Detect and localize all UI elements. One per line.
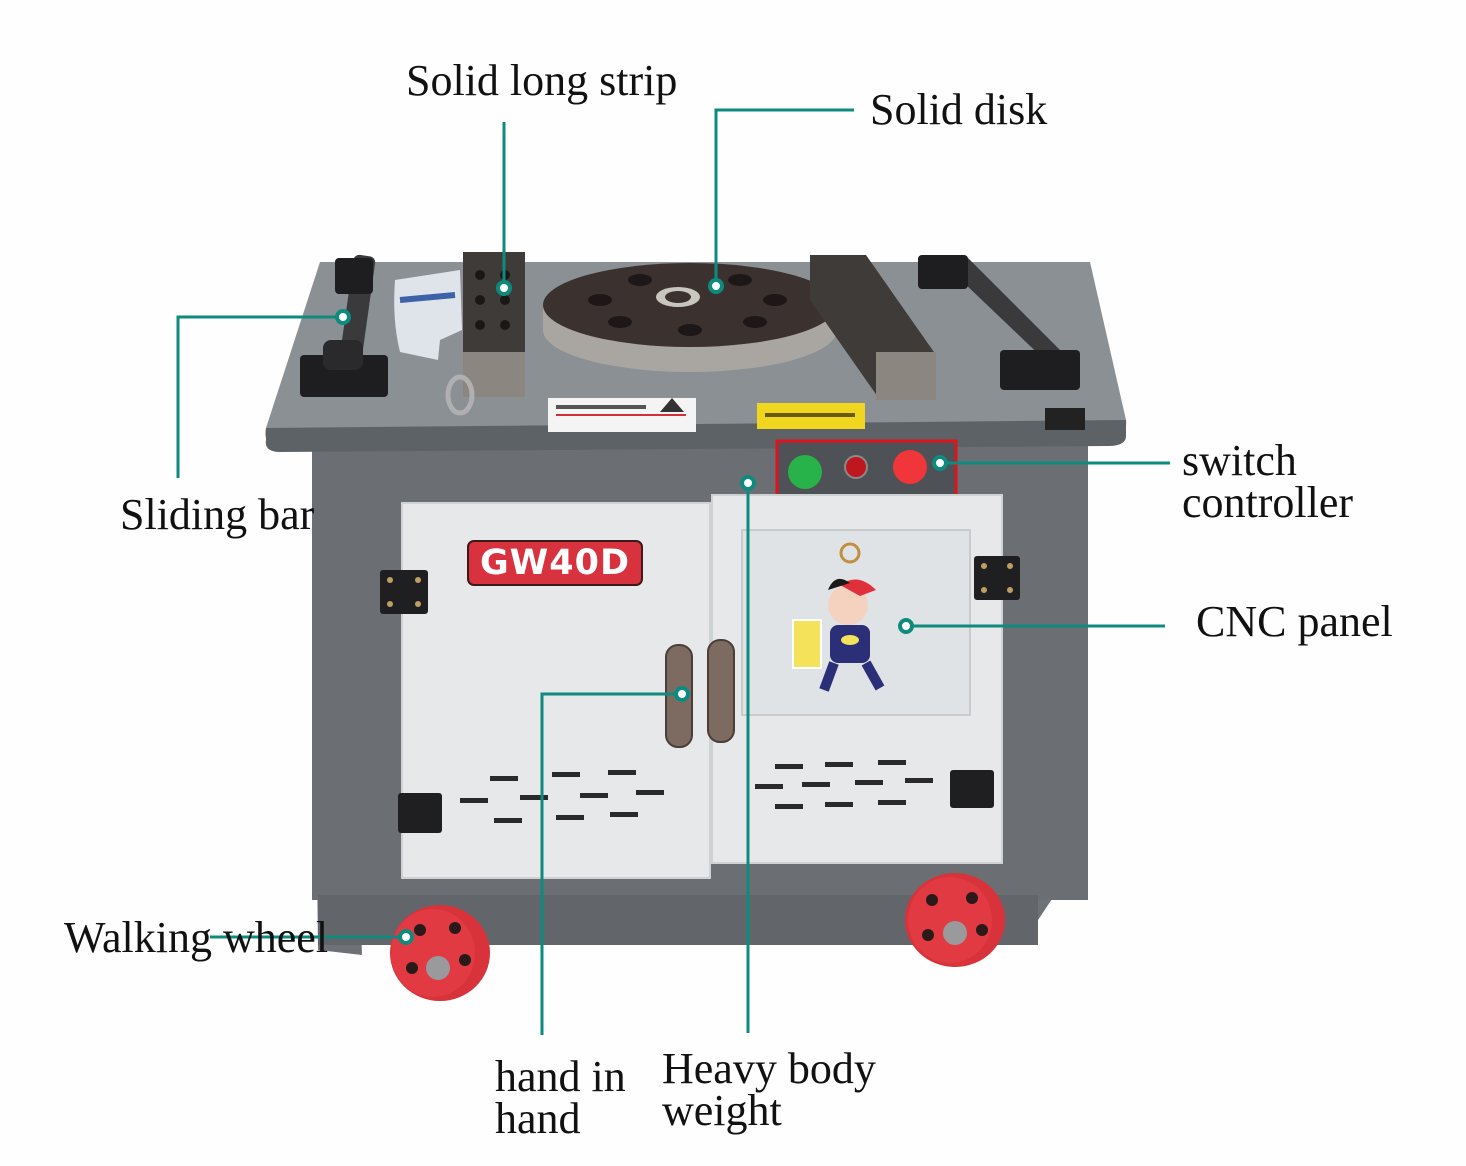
model-badge: GW40D [467, 540, 643, 586]
switch-panel [775, 439, 958, 505]
leader-hand-in-hand [540, 692, 682, 1035]
label-sliding-bar: Sliding bar [120, 490, 315, 539]
label-solid-disk: Solid disk [870, 85, 1048, 134]
mascot-sticker [792, 542, 885, 692]
label-heavy-body-weight: Heavy body weight [662, 1044, 876, 1135]
leader-sliding-bar [176, 315, 343, 478]
leader-lines [176, 108, 1170, 1035]
bending-disk [543, 263, 837, 372]
label-switch-controller: switch controller [1182, 436, 1354, 527]
label-hand-in-hand: hand in hand [495, 1052, 626, 1143]
label-line: hand in [495, 1052, 626, 1101]
right-wheel [905, 873, 1005, 967]
label-cnc-panel: CNC panel [1196, 597, 1393, 646]
safety-sticker [548, 398, 696, 432]
right-sliding-bar [918, 255, 1080, 390]
label-line: weight [662, 1086, 782, 1135]
warning-sticker [757, 403, 865, 429]
label-solid-long-strip: Solid long strip [406, 56, 678, 105]
label-line: controller [1182, 478, 1354, 527]
shackle [445, 374, 475, 416]
left-sliding-bar [300, 254, 388, 397]
left-wheel [390, 905, 490, 1001]
leader-dots [335, 278, 948, 945]
nameplate [1045, 408, 1085, 430]
label-line: Heavy body [662, 1044, 876, 1093]
label-line: switch [1182, 436, 1297, 485]
left-strip-block [463, 252, 525, 397]
glove [394, 270, 462, 360]
right-strip-block [810, 255, 936, 400]
label-walking-wheel: Walking wheel [64, 913, 329, 962]
label-line: hand [495, 1094, 581, 1143]
leader-solid-disk [714, 108, 854, 286]
